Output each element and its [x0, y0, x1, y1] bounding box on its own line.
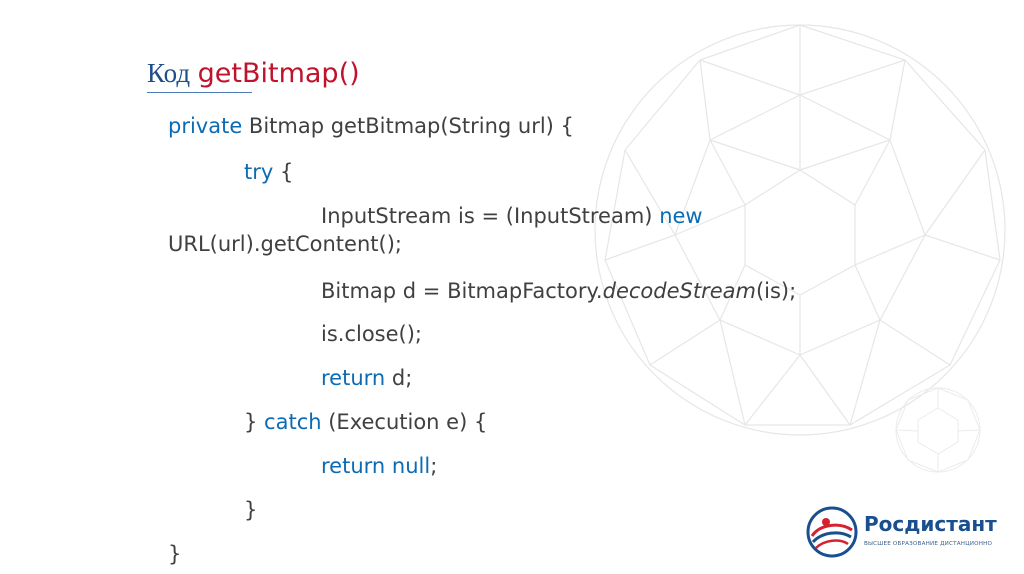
slide-title: Код getBitmap() — [147, 56, 360, 91]
code-line: InputStream is = (InputStream) new — [321, 204, 703, 228]
code-line: } — [168, 542, 182, 566]
code-line: return null; — [321, 454, 438, 478]
logo-name: Росдистант — [864, 512, 997, 536]
code-line: private Bitmap getBitmap(String url) { — [168, 114, 574, 138]
code-line: } — [244, 498, 258, 522]
code-line: try { — [244, 160, 294, 184]
logo-tagline: ВЫСШЕЕ ОБРАЗОВАНИЕ ДИСТАНЦИОННО — [864, 541, 993, 547]
logo-emblem-icon — [806, 506, 858, 558]
code-line: Bitmap d = BitmapFactory.decodeStream(is… — [321, 279, 797, 303]
code-line: is.close(); — [321, 322, 423, 346]
title-underline — [147, 92, 252, 93]
code-line: URL(url).getContent(); — [168, 232, 402, 256]
code-line: } catch (Execution e) { — [244, 410, 488, 434]
title-code: getBitmap() — [197, 58, 360, 89]
rosdistant-logo: Росдистант ВЫСШЕЕ ОБРАЗОВАНИЕ ДИСТАНЦИОН… — [806, 504, 997, 562]
code-line: return d; — [321, 366, 413, 390]
title-prefix: Код — [147, 58, 191, 88]
